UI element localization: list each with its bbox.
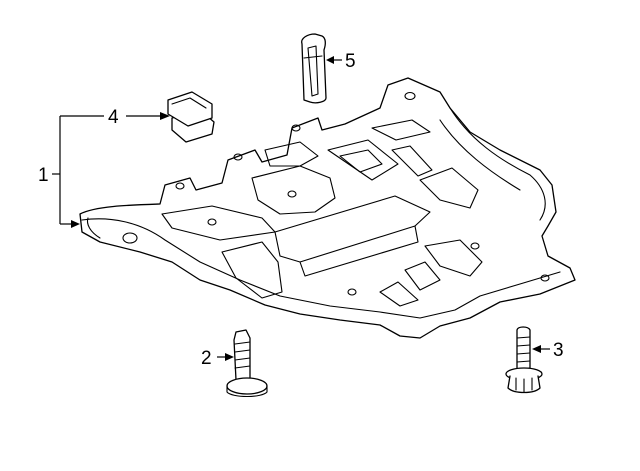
bolt-part-2 <box>226 329 268 398</box>
arrow-head <box>532 345 541 353</box>
arrow-head <box>160 112 170 120</box>
bolt-part-3 <box>505 326 543 394</box>
arrow-head <box>225 353 234 361</box>
leader-lines <box>52 56 550 361</box>
callout-1: 1 <box>38 165 49 186</box>
arrow-head <box>71 220 80 228</box>
callout-5: 5 <box>345 51 356 72</box>
pad-part <box>167 91 215 143</box>
callout-2: 2 <box>201 348 212 369</box>
callout-3: 3 <box>553 340 564 361</box>
skid-plate <box>79 77 576 339</box>
callout-4: 4 <box>108 107 119 128</box>
bracket-part <box>301 33 327 104</box>
arrow-head <box>326 56 334 64</box>
